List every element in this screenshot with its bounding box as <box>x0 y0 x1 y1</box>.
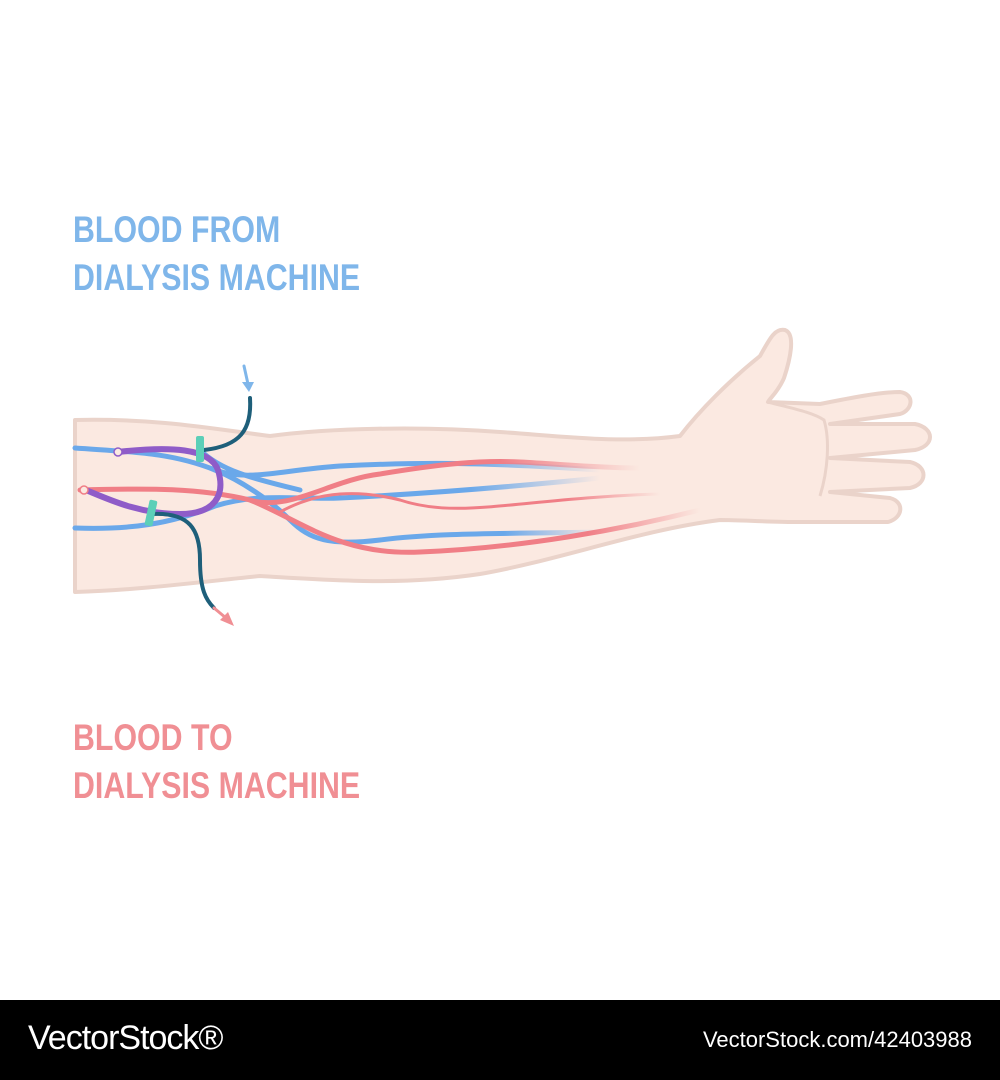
thumb-crease <box>767 400 829 497</box>
image-id: VectorStock.com/42403988 <box>702 1027 972 1052</box>
brand-logo: VectorStock® <box>28 1019 223 1057</box>
clamp-bottom <box>144 499 158 527</box>
blood-to-machine-label: BLOOD TO DIALYSIS MACHINE <box>73 714 360 810</box>
arrow-into-arm-icon <box>242 364 254 392</box>
blood-from-line2: DIALYSIS MACHINE <box>73 257 361 298</box>
tube-from-machine <box>202 396 253 452</box>
arteries <box>77 459 703 555</box>
fistula-end-top <box>113 447 123 457</box>
fistula-end-bottom <box>79 485 89 495</box>
blood-from-line1: BLOOD FROM <box>73 209 281 250</box>
fistula-graft <box>83 446 224 518</box>
arrow-out-of-arm-icon <box>212 606 234 626</box>
blood-to-line2: DIALYSIS MACHINE <box>73 765 361 806</box>
tube-to-machine <box>150 511 216 610</box>
clamp-top <box>196 436 204 462</box>
watermark-footer: VectorStock® VectorStock.com/42403988 <box>0 1000 1000 1080</box>
dialysis-arm-diagram <box>72 327 932 626</box>
blood-to-line1: BLOOD TO <box>73 717 233 758</box>
blood-from-machine-label: BLOOD FROM DIALYSIS MACHINE <box>73 206 360 302</box>
